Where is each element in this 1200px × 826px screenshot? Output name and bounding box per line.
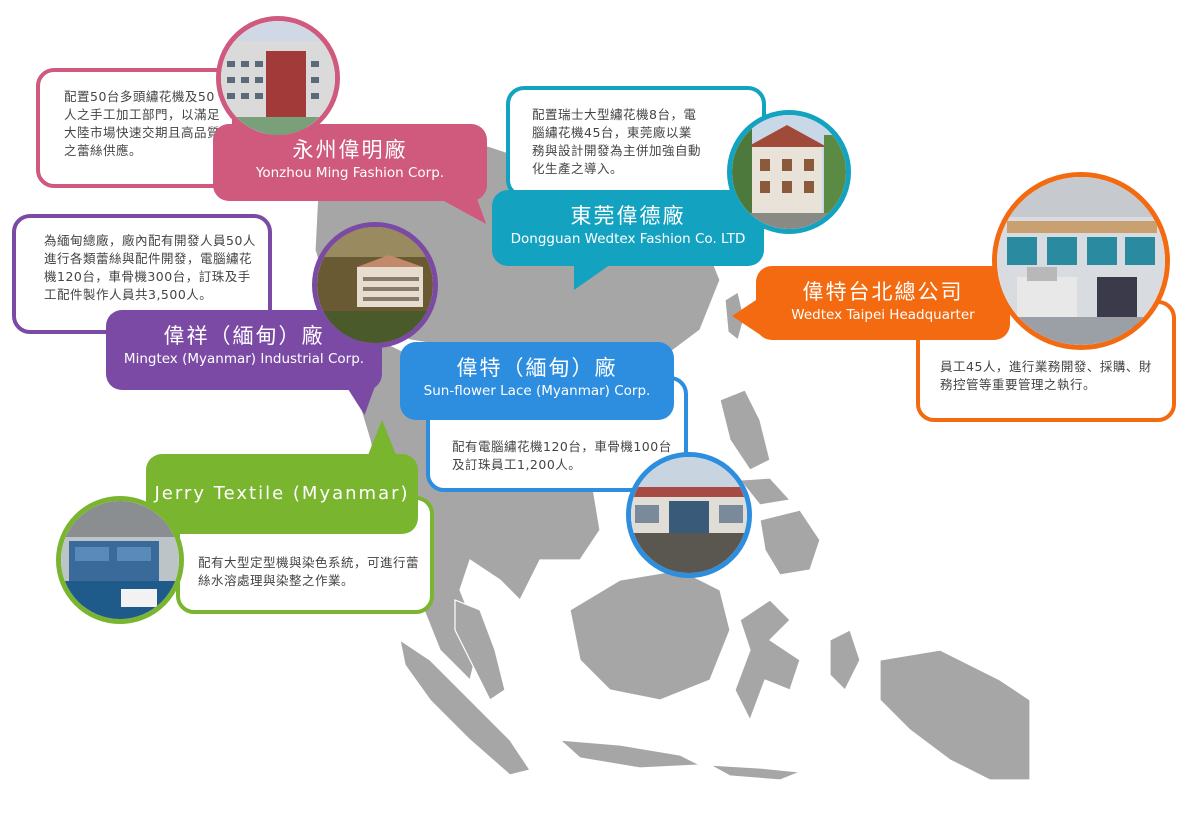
sunflower-description: 配有電腦繡花機120台，車骨機100台及訂珠員工1,200人。: [452, 439, 672, 472]
yonzhou-name-zh: 永州偉明廠: [292, 138, 408, 162]
factory-building-photo: [216, 16, 340, 140]
taipei-name-zh: 偉特台北總公司: [802, 280, 964, 304]
map-malay: [454, 599, 506, 701]
jerry-label: Jerry Textile (Myanmar): [146, 454, 418, 534]
aerial-factory-photo: [312, 222, 438, 348]
mingtex-description: 為緬甸總廠，廠內配有開發人員50人進行各類蕾絲與配件開發，電腦繡花機120台，車…: [44, 233, 256, 302]
map-new-guinea: [879, 649, 1031, 781]
map-sulawesi: [734, 599, 801, 722]
sunflower-name-en: Sun-flower Lace (Myanmar) Corp.: [423, 383, 651, 399]
dongguan-label-tail: [574, 262, 614, 290]
mingtex-name-zh: 偉祥（緬甸）廠: [163, 324, 325, 348]
taipei-description: 員工45人，進行業務開發、採購、財務控管等重要管理之執行。: [940, 359, 1152, 392]
map-sunda: [709, 764, 801, 781]
map-visayas: [738, 477, 792, 506]
yonzhou-description-box: 配置50台多頭繡花機及50人之手工加工部門，以滿足大陸市場快速交期且高品質之蕾絲…: [36, 68, 236, 188]
villa-building-photo: [727, 110, 851, 234]
dongguan-label: 東莞偉德廠 Dongguan Wedtex Fashion Co. LTD: [492, 190, 764, 266]
yonzhou-description: 配置50台多頭繡花機及50人之手工加工部門，以滿足大陸市場快速交期且高品質之蕾絲…: [64, 89, 221, 158]
dyeing-machine-photo: [56, 496, 184, 624]
sunflower-name-zh: 偉特（緬甸）廠: [456, 356, 618, 380]
office-interior-photo: [992, 172, 1170, 350]
map-borneo: [569, 569, 731, 701]
map-moluccas: [829, 629, 861, 692]
mingtex-name-en: Mingtex (Myanmar) Industrial Corp.: [123, 351, 365, 367]
taipei-label: 偉特台北總公司 Wedtex Taipei Headquarter: [756, 266, 1010, 340]
dongguan-name-zh: 東莞偉德廠: [570, 204, 686, 228]
dongguan-name-en: Dongguan Wedtex Fashion Co. LTD: [510, 231, 746, 247]
map-java: [558, 739, 703, 769]
sunflower-label: 偉特（緬甸）廠 Sun-flower Lace (Myanmar) Corp.: [400, 342, 674, 420]
map-mindanao: [759, 509, 821, 576]
jerry-label-tail: [366, 420, 398, 460]
taipei-name-en: Wedtex Taipei Headquarter: [791, 307, 975, 323]
jerry-description: 配有大型定型機與染色系統，可進行蕾絲水溶處理與染整之作業。: [198, 555, 420, 588]
factory-entrance-photo: [626, 452, 752, 578]
jerry-name-en: Jerry Textile (Myanmar): [154, 483, 410, 504]
map-sumatra: [399, 638, 531, 776]
map-luzon: [719, 389, 771, 471]
dongguan-description: 配置瑞士大型繡花機8台，電腦繡花機45台，東莞廠以業務與設計開發為主併加強自動化…: [532, 107, 702, 176]
yonzhou-name-en: Yonzhou Ming Fashion Corp.: [255, 165, 445, 181]
